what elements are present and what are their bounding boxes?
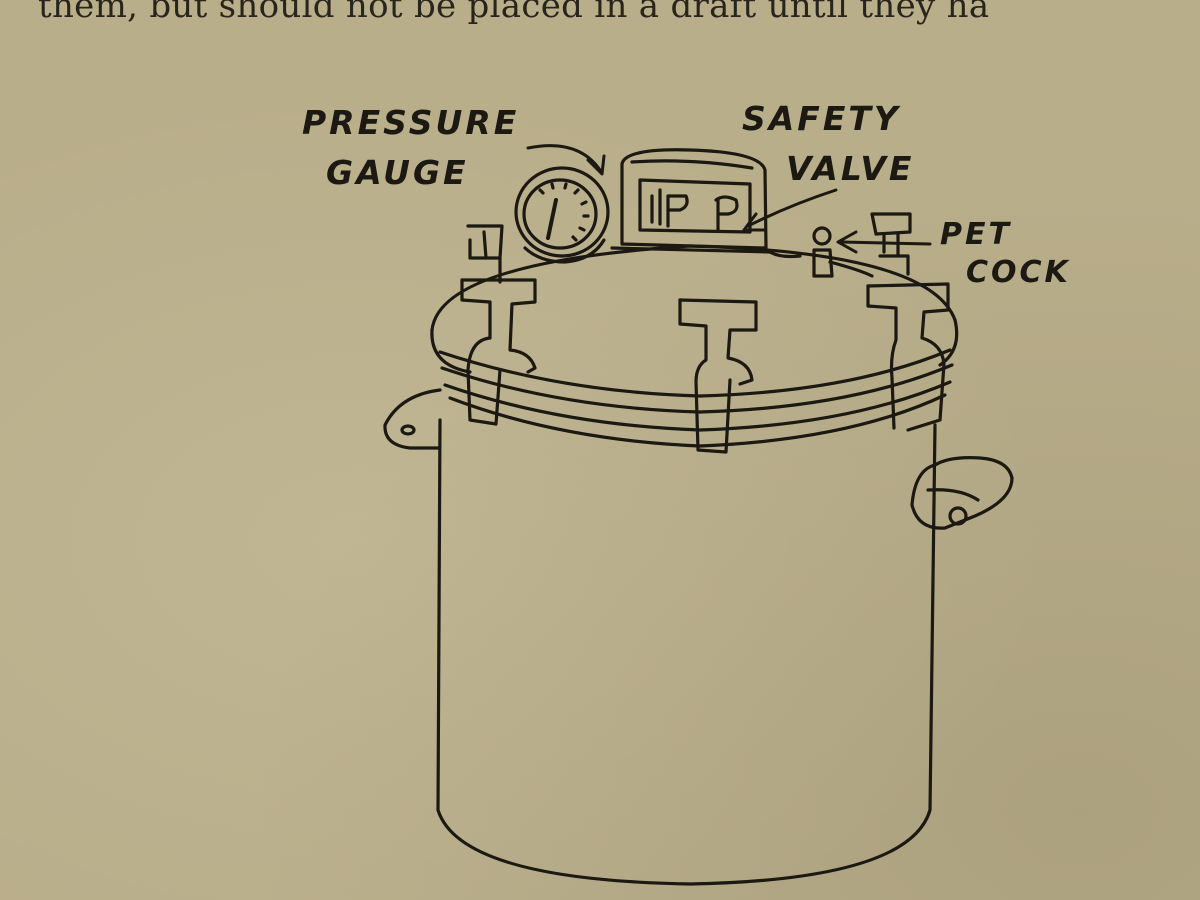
label-valve: VALVE xyxy=(786,149,915,188)
pot-body xyxy=(436,418,937,886)
arrow-gauge xyxy=(526,144,602,172)
lid-clamp-middle xyxy=(678,298,758,454)
label-pressure: PRESSURE xyxy=(302,103,520,142)
lid-clamp-left xyxy=(460,224,537,426)
handle-right xyxy=(910,456,1014,530)
arrow-valve xyxy=(746,188,838,228)
label-cock: COCK xyxy=(966,255,1071,290)
label-arrows xyxy=(526,144,932,254)
arrow-pet-head xyxy=(836,230,858,254)
label-safety: SAFETY xyxy=(742,99,901,138)
label-pet: PET xyxy=(940,217,1012,252)
body-text-fragment: them, but should not be placed in a draf… xyxy=(38,0,990,26)
arrow-gauge-head xyxy=(586,154,606,176)
pet-cock-part xyxy=(812,226,874,278)
handle-left xyxy=(383,388,442,450)
label-gauge: GAUGE xyxy=(326,153,469,192)
arrow-pet xyxy=(840,240,932,246)
pressure-gauge-part xyxy=(514,166,610,264)
safety-valve-part xyxy=(610,148,802,259)
arrow-valve-head xyxy=(742,212,766,232)
